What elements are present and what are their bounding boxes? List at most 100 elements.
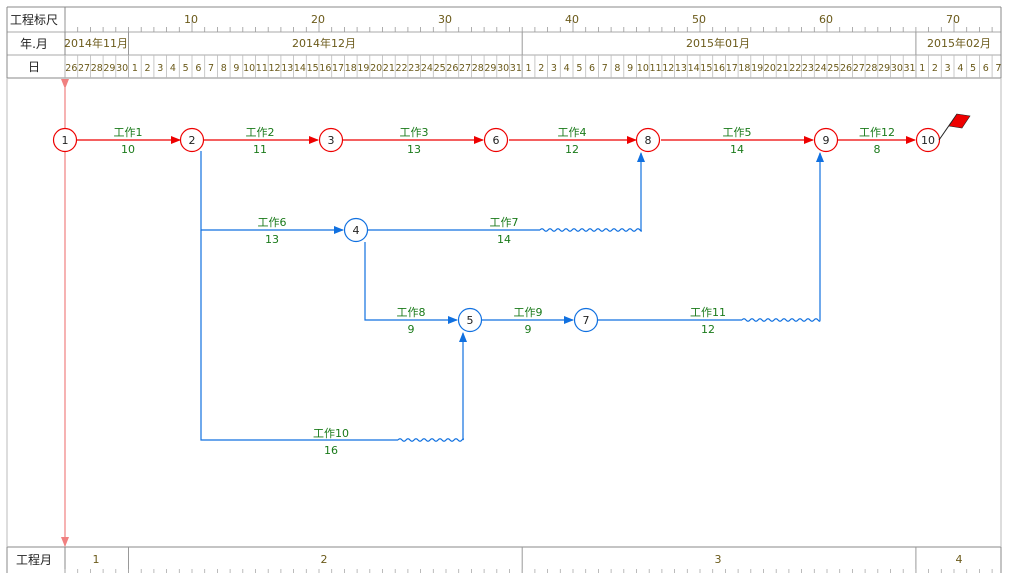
- node-label: 5: [467, 314, 474, 327]
- day-label: 10: [637, 63, 649, 74]
- activity-duration: 11: [253, 143, 267, 156]
- node-3[interactable]: 3: [318, 127, 344, 153]
- day-label: 13: [675, 63, 687, 74]
- activity-name: 工作6: [258, 216, 287, 229]
- node-7[interactable]: 7: [573, 307, 599, 333]
- day-label: 16: [319, 63, 331, 74]
- scale-row-label: 工程标尺: [10, 12, 58, 27]
- activity-duration: 13: [265, 233, 279, 246]
- scale-tick: 70: [946, 13, 960, 26]
- noncritical-paths: [200, 151, 824, 442]
- day-label: 29: [484, 63, 496, 74]
- node-5[interactable]: 5: [457, 307, 483, 333]
- footer-month: 3: [715, 553, 722, 566]
- day-label: 9: [627, 63, 633, 74]
- day-label: 31: [510, 63, 522, 74]
- activity-duration: 10: [121, 143, 135, 156]
- scale-tick: 40: [565, 13, 579, 26]
- activity-arrow[interactable]: [364, 242, 458, 324]
- node-1[interactable]: 1: [52, 127, 78, 153]
- day-label: 13: [281, 63, 293, 74]
- day-label: 25: [827, 63, 839, 74]
- node-10[interactable]: 10: [915, 127, 941, 153]
- day-label: 26: [65, 63, 77, 74]
- month-header: 2015年01月: [686, 36, 750, 50]
- activity-duration: 13: [407, 143, 421, 156]
- day-label: 30: [891, 63, 903, 74]
- activity-duration: 12: [701, 323, 715, 336]
- activity-duration: 16: [324, 444, 338, 457]
- node-label: 7: [583, 314, 590, 327]
- activity-name: 工作4: [558, 126, 587, 139]
- node-label: 4: [353, 224, 360, 237]
- activity-name: 工作12: [859, 126, 895, 139]
- month-headers: 2014年11月 2014年12月 2015年01月 2015年02月: [64, 36, 991, 50]
- day-label: 20: [370, 63, 382, 74]
- activity-name: 工作8: [397, 306, 426, 319]
- day-label: 17: [726, 63, 738, 74]
- day-label: 2: [145, 63, 151, 74]
- day-label: 29: [103, 63, 115, 74]
- free-float-wave: [397, 438, 464, 442]
- day-label: 5: [970, 63, 976, 74]
- day-label: 21: [383, 63, 395, 74]
- node-2[interactable]: 2: [179, 127, 205, 153]
- day-label: 19: [357, 63, 369, 74]
- timescale-grid: [6, 6, 1002, 573]
- day-label: 30: [116, 63, 128, 74]
- day-label: 7: [995, 63, 1001, 74]
- day-label: 27: [78, 63, 90, 74]
- day-label: 5: [576, 63, 582, 74]
- activity-duration: 8: [874, 143, 881, 156]
- day-label: 27: [853, 63, 865, 74]
- day-label: 12: [662, 63, 674, 74]
- scale-tick: 20: [311, 13, 325, 26]
- day-label: 8: [221, 63, 227, 74]
- node-9[interactable]: 9: [813, 127, 839, 153]
- day-label: 7: [208, 63, 214, 74]
- activity-name: 工作7: [490, 216, 519, 229]
- day-label: 1: [132, 63, 138, 74]
- day-label: 26: [840, 63, 852, 74]
- day-label: 19: [751, 63, 763, 74]
- day-label: 11: [256, 63, 268, 74]
- free-float-wave: [539, 228, 642, 232]
- activity-name: 工作3: [400, 126, 429, 139]
- day-label: 7: [602, 63, 608, 74]
- activity-name: 工作5: [723, 126, 752, 139]
- node-label: 8: [645, 134, 652, 147]
- node-4[interactable]: 4: [343, 217, 369, 243]
- scale-tick: 60: [819, 13, 833, 26]
- node-label: 9: [823, 134, 830, 147]
- day-label: 31: [904, 63, 916, 74]
- scale-tick: 10: [184, 13, 198, 26]
- day-label: 3: [157, 63, 163, 74]
- day-label: 27: [459, 63, 471, 74]
- scale-tick: 50: [692, 13, 706, 26]
- node-label: 2: [189, 134, 196, 147]
- activity-name: 工作2: [246, 126, 275, 139]
- day-label: 25: [434, 63, 446, 74]
- month-row-label: 年.月: [20, 37, 48, 51]
- footer-month: 1: [93, 553, 100, 566]
- activity-arrow[interactable]: [200, 230, 398, 441]
- day-label: 21: [777, 63, 789, 74]
- day-label: 23: [802, 63, 814, 74]
- month-header: 2015年02月: [927, 36, 991, 50]
- day-label: 18: [738, 63, 750, 74]
- day-label: 28: [91, 63, 103, 74]
- node-6[interactable]: 6: [483, 127, 509, 153]
- day-label: 1: [526, 63, 532, 74]
- finish-flag-icon: [938, 113, 971, 141]
- day-label: 4: [170, 63, 176, 74]
- day-label: 22: [789, 63, 801, 74]
- day-label: 26: [446, 63, 458, 74]
- month-header: 2014年12月: [292, 36, 356, 50]
- day-label: 2: [538, 63, 544, 74]
- day-label: 15: [700, 63, 712, 74]
- day-label: 14: [688, 63, 700, 74]
- node-8[interactable]: 8: [635, 127, 661, 153]
- day-label: 20: [764, 63, 776, 74]
- scale-ticks: 10 20 30 40 50 60 70: [184, 13, 960, 26]
